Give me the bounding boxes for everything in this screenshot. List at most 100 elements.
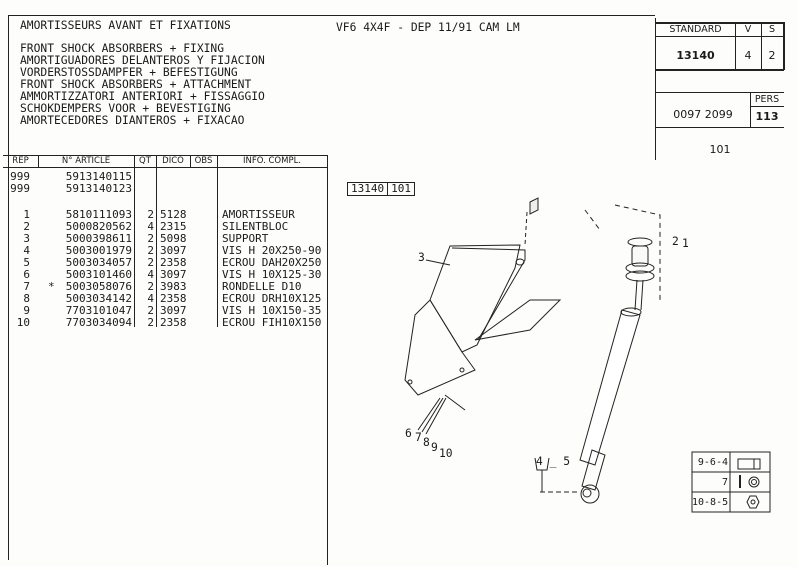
table-row: 1 5810111093 2 5128 AMORTISSEUR	[0, 208, 330, 221]
article-cell: 5810111093	[65, 208, 132, 221]
info-cell: ECROU DRH10X125	[222, 292, 322, 305]
col-header-dico: DICO	[162, 156, 184, 166]
qt-cell: 2	[147, 208, 154, 221]
col-header-info: INFO. COMPL.	[242, 156, 302, 166]
code-value: 0097 2099	[673, 108, 733, 121]
info-cell: AMORTISSEUR	[222, 208, 295, 221]
dico-cell: 5098	[160, 232, 187, 245]
article-cell: 5913140115	[65, 170, 132, 183]
info-cell: SUPPORT	[222, 232, 269, 245]
qt-cell: 2	[147, 304, 154, 317]
dico-cell: 2358	[160, 292, 187, 305]
article-cell: 5003034057	[65, 256, 132, 269]
page-title: AMORTISSEURS AVANT ET FIXATIONS	[20, 19, 231, 32]
qt-cell: 2	[147, 316, 154, 329]
divider	[8, 15, 9, 560]
info-cell: ECROU FIH10X150	[222, 316, 322, 329]
qt-cell: 2	[147, 256, 154, 269]
qt-cell: 4	[147, 268, 154, 281]
dico-cell: 2358	[160, 316, 187, 329]
nut-icon	[746, 495, 760, 509]
article-cell: 5003034142	[65, 292, 132, 305]
ref-plate: 101	[391, 182, 411, 195]
qt-cell: 2	[147, 280, 154, 293]
table-row: 999 5913140115	[0, 170, 330, 183]
info-cell: SILENTBLOC	[222, 220, 289, 233]
table-row: 10 7703034094 2 2358 ECROU FIH10X150	[0, 316, 330, 329]
pers-label: PERS	[754, 94, 780, 105]
rep-cell: 5	[23, 256, 30, 269]
info-cell: VIS H 10X150-35	[222, 304, 322, 317]
info-cell: VIS H 20X250-90	[222, 244, 322, 257]
dico-cell: 3097	[160, 268, 187, 281]
rep-cell: 6	[23, 268, 30, 281]
info-cell: VIS H 10X125-30	[222, 268, 322, 281]
translation: FRONT SHOCK ABSORBERS + ATTACHMENT	[20, 78, 252, 91]
article-cell: 5000398611	[65, 232, 132, 245]
callout-8: 8	[423, 436, 430, 449]
dico-cell: 3097	[160, 244, 187, 257]
dico-cell: 2315	[160, 220, 187, 233]
plate-number: 101	[709, 143, 731, 156]
callout-4-5: 4 _ 5	[536, 455, 571, 468]
rep-cell: 7	[23, 280, 30, 293]
dico-cell: 5128	[160, 208, 187, 221]
article-cell: 5003001979	[65, 244, 132, 257]
col-header-obs: OBS	[194, 156, 213, 166]
table-row: 2 5000820562 4 2315 SILENTBLOC	[0, 220, 330, 233]
washer-icon	[748, 476, 760, 488]
translation: SCHOKDEMPERS VOOR + BEVESTIGING	[20, 102, 231, 115]
mark-cell: *	[48, 280, 55, 293]
dico-cell: 3983	[160, 280, 187, 293]
article-cell: 7703101047	[65, 304, 132, 317]
callout-1: 1	[682, 237, 689, 250]
v-value: 4	[744, 49, 752, 62]
translation: AMORTECEDORES DIANTEROS + FIXACAO	[20, 114, 245, 127]
qt-cell: 4	[147, 292, 154, 305]
vehicle-label: VF6 4X4F - DEP 11/91 CAM LM	[336, 21, 520, 34]
article-cell: 7703034094	[65, 316, 132, 329]
col-header-article: N° ARTICLE	[61, 156, 111, 166]
callout-3: 3	[418, 251, 425, 264]
legend-label: 9-6-4	[697, 457, 728, 468]
rep-cell: 10	[16, 316, 30, 329]
callout-10: 10	[439, 447, 453, 460]
standard-value: 13140	[676, 49, 715, 62]
v-label: V	[744, 24, 752, 35]
standard-label: STANDARD	[669, 24, 722, 35]
leader-lines	[417, 259, 466, 435]
diagram-reference: 13140 101	[347, 182, 415, 196]
table-row: 6 5003101460 4 3097 VIS H 10X125-30	[0, 268, 330, 281]
rep-cell: 9	[23, 304, 30, 317]
ref-group: 13140	[348, 183, 389, 195]
col-header-qt: QT	[139, 156, 151, 166]
translation: AMORTIGUADORES DELANTEROS Y FIJACION	[20, 54, 265, 67]
support-bracket	[404, 197, 562, 396]
info-cell: RONDELLE D10	[222, 280, 302, 293]
translation: FRONT SHOCK ABSORBERS + FIXING	[20, 42, 225, 55]
article-cell: 5003101460	[65, 268, 132, 281]
shock-absorber	[540, 204, 661, 504]
article-cell: 5913140123	[65, 182, 132, 195]
translation: VORDERSTOSSDAMPFER + BEFESTIGUNG	[20, 66, 238, 79]
legend-label: 10-8-5	[692, 497, 729, 508]
article-cell: 5000820562	[65, 220, 132, 233]
legend-label: 7	[721, 477, 728, 488]
qt-cell: 4	[147, 220, 154, 233]
callout-6: 6	[405, 427, 412, 440]
rep-cell: 8	[23, 292, 30, 305]
divider	[8, 15, 655, 16]
rep-cell: 1	[23, 208, 30, 221]
bolt-icon	[737, 458, 761, 470]
s-label: S	[768, 24, 776, 35]
dico-cell: 3097	[160, 304, 187, 317]
leader-4-5	[534, 457, 550, 492]
rep-cell: 999	[10, 170, 30, 183]
rep-cell: 2	[23, 220, 30, 233]
callout-2: 2	[672, 235, 679, 248]
